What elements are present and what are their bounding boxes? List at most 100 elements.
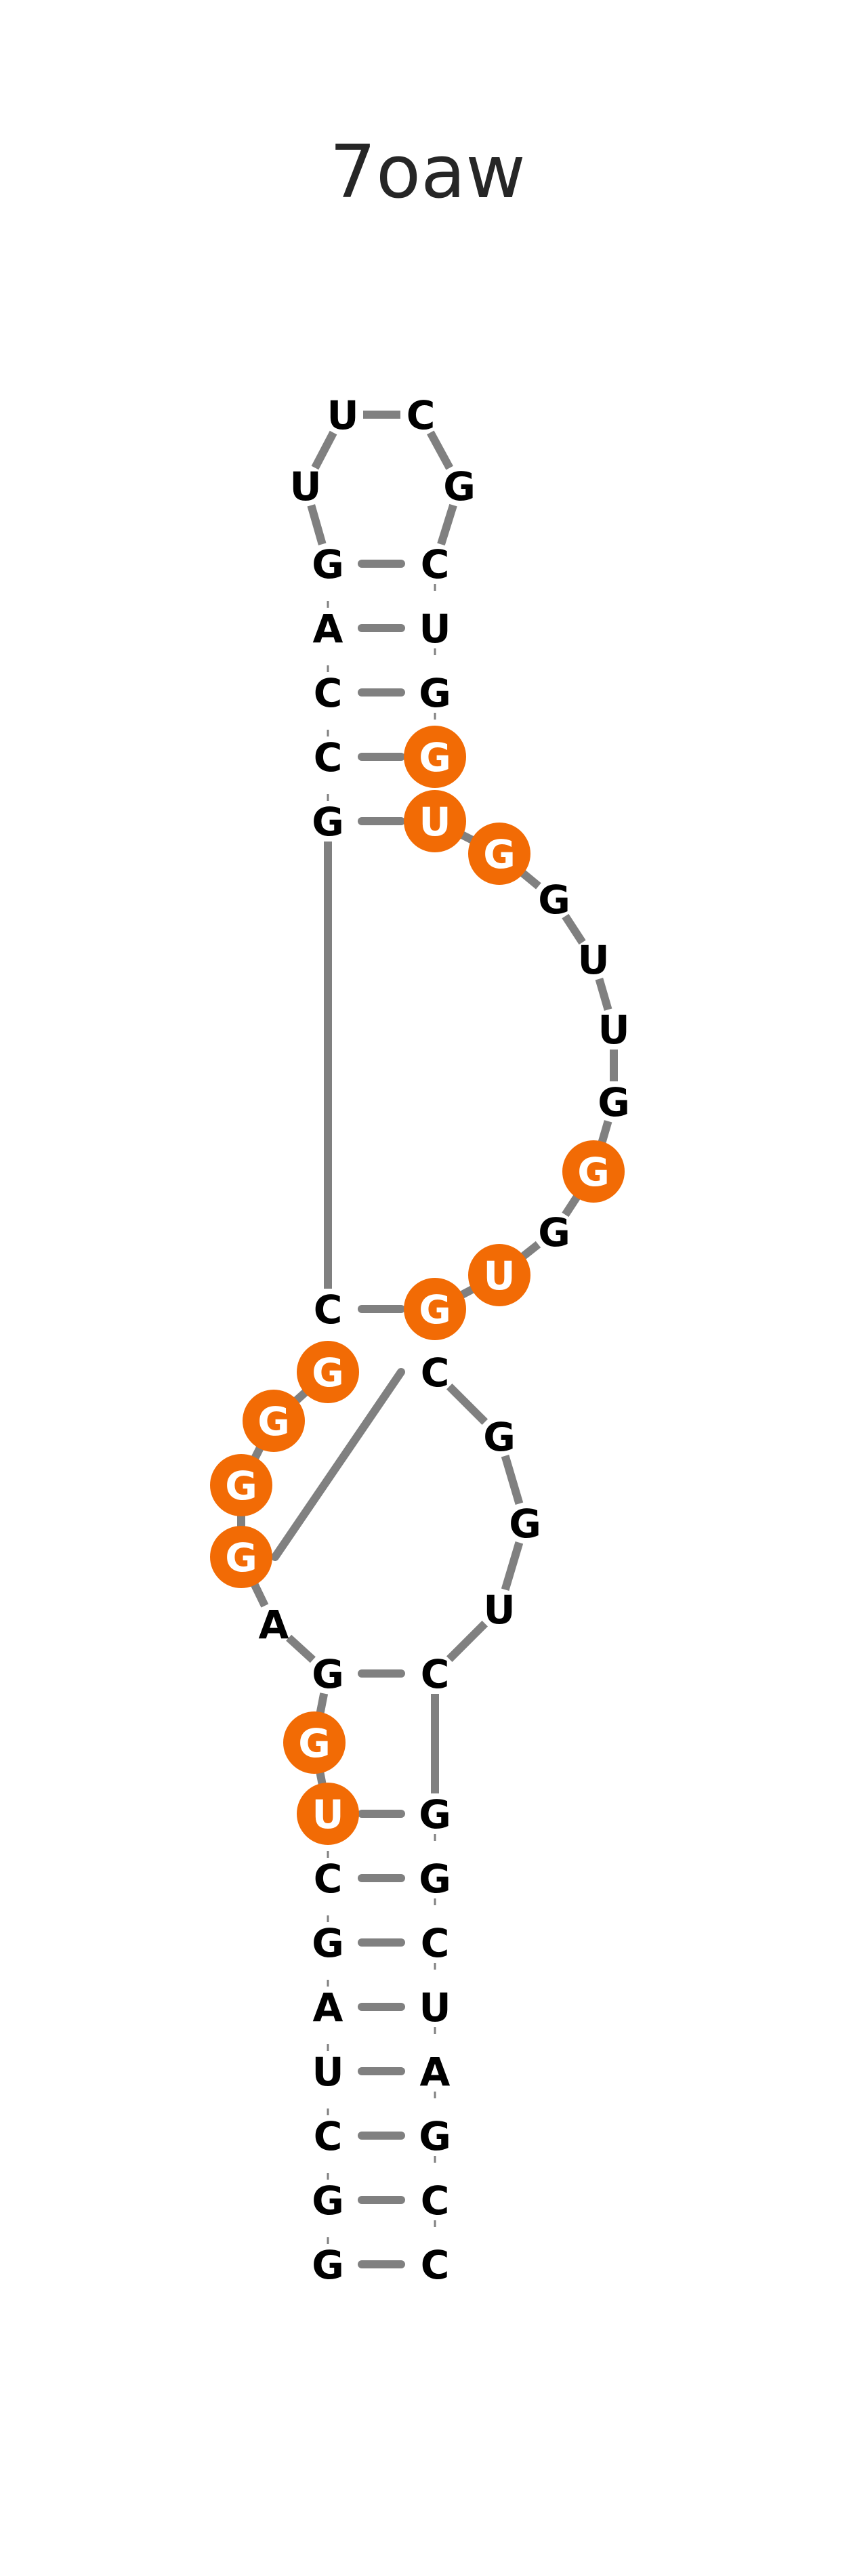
nucleotide-24: C bbox=[406, 392, 436, 438]
nucleotide-45: G bbox=[419, 1791, 451, 1837]
nucleotide-4: U bbox=[312, 2049, 343, 2095]
nucleotide-50: G bbox=[419, 2113, 451, 2159]
nucleotide-letter: U bbox=[577, 937, 609, 983]
backbone-link-40-41 bbox=[446, 1383, 488, 1426]
nucleotide-28: G bbox=[419, 670, 451, 716]
nucleotide-letter: U bbox=[419, 606, 451, 652]
nucleotide-27: U bbox=[419, 606, 451, 652]
base-pair-12-40 bbox=[271, 1368, 405, 1561]
nucleotide-29: G bbox=[404, 726, 466, 788]
nucleotide-letter: C bbox=[314, 670, 343, 716]
nucleotide-38: U bbox=[468, 1244, 530, 1306]
nucleotide-17: G bbox=[312, 799, 344, 845]
nucleotide-letter: A bbox=[259, 1602, 289, 1648]
nucleotide-47: C bbox=[421, 1920, 450, 1966]
nucleotide-letter: C bbox=[421, 541, 450, 587]
nucleotide-22: U bbox=[289, 463, 321, 510]
nucleotide-11: A bbox=[259, 1602, 289, 1648]
highlight-marker bbox=[297, 1341, 359, 1403]
nucleotide-21: G bbox=[312, 541, 344, 587]
nucleotide-letter: G bbox=[312, 1350, 344, 1396]
nucleotide-letter: G bbox=[225, 1535, 257, 1581]
nucleotide-33: U bbox=[577, 937, 609, 983]
nucleotide-letter: C bbox=[421, 1651, 450, 1697]
nucleotide-30: U bbox=[404, 790, 466, 852]
nucleotide-12: G bbox=[210, 1526, 272, 1588]
nucleotide-letter: C bbox=[421, 2242, 450, 2288]
nucleotide-34: U bbox=[598, 1007, 629, 1053]
nucleotide-5: A bbox=[313, 1985, 343, 2031]
nucleotide-31: G bbox=[468, 823, 530, 885]
nucleotide-letter: G bbox=[312, 2178, 344, 2224]
highlight-marker bbox=[468, 1244, 530, 1306]
nucleotide-48: U bbox=[419, 1985, 451, 2031]
nucleotide-letter: C bbox=[314, 2113, 343, 2159]
backbone-link-25-26 bbox=[437, 503, 457, 546]
nucleotide-letter: G bbox=[419, 670, 451, 716]
nucleotide-letter: G bbox=[312, 1651, 344, 1697]
highlight-marker bbox=[404, 726, 466, 788]
nucleotide-3: C bbox=[314, 2113, 343, 2159]
highlight-marker bbox=[283, 1711, 346, 1774]
nucleotide-23: U bbox=[327, 392, 358, 438]
nucleotide-letter: U bbox=[312, 2049, 343, 2095]
nucleotide-41: G bbox=[483, 1414, 516, 1460]
nucleotide-letter: G bbox=[419, 1791, 451, 1837]
highlight-marker bbox=[243, 1390, 305, 1452]
nucleotide-letter: G bbox=[298, 1720, 331, 1766]
nucleotide-42: G bbox=[509, 1501, 541, 1547]
structure-title: 7oaw bbox=[329, 130, 526, 215]
nucleotide-letter: G bbox=[225, 1463, 257, 1509]
nucleotide-7: C bbox=[314, 1856, 343, 1902]
nucleotide-35: G bbox=[598, 1079, 630, 1125]
nucleotide-letter: U bbox=[327, 392, 358, 438]
nucleotide-46: G bbox=[419, 1856, 451, 1902]
backbone-link-42-43 bbox=[501, 1541, 524, 1591]
nucleotide-letter: G bbox=[483, 1414, 516, 1460]
backbone-link-41-42 bbox=[501, 1455, 524, 1505]
nucleotide-letter: G bbox=[483, 831, 516, 877]
nucleotide-letter: G bbox=[312, 1920, 344, 1966]
nucleotide-letter: G bbox=[538, 1209, 570, 1255]
nucleotide-2: G bbox=[312, 2178, 344, 2224]
nucleotide-letter: U bbox=[419, 799, 451, 845]
backbone-link-10-11 bbox=[286, 1634, 316, 1663]
highlight-marker bbox=[562, 1140, 625, 1203]
nucleotide-letter: G bbox=[312, 2242, 344, 2288]
nucleotide-letter: G bbox=[538, 877, 570, 923]
nucleotide-52: C bbox=[421, 2242, 450, 2288]
nucleotide-letter: U bbox=[289, 463, 321, 510]
nucleotide-39: G bbox=[404, 1278, 466, 1340]
nucleotide-13: G bbox=[210, 1454, 272, 1516]
nucleotide-letter: G bbox=[419, 2113, 451, 2159]
nucleotide-letter: U bbox=[312, 1791, 343, 1837]
nucleotide-14: G bbox=[243, 1390, 305, 1452]
nucleotide-9: G bbox=[283, 1711, 346, 1774]
nucleotide-letter: C bbox=[406, 392, 436, 438]
nucleotide-letter: C bbox=[314, 734, 343, 781]
highlight-marker bbox=[210, 1526, 272, 1588]
backbone-link-32-33 bbox=[562, 913, 586, 945]
nucleotide-letter: G bbox=[419, 1856, 451, 1902]
backbone-link-24-25 bbox=[427, 430, 453, 470]
backbone-link-33-34 bbox=[595, 978, 612, 1011]
nucleotide-19: C bbox=[314, 670, 343, 716]
nucleotide-letter: C bbox=[421, 2178, 450, 2224]
backbone-link-22-23 bbox=[311, 430, 337, 470]
nucleotide-51: C bbox=[421, 2178, 450, 2224]
nucleotide-letter: G bbox=[419, 1287, 451, 1333]
nucleotide-letter: A bbox=[313, 1985, 343, 2031]
nucleotide-25: G bbox=[443, 463, 476, 510]
nucleotide-40: C bbox=[421, 1350, 450, 1396]
nucleotide-letter: C bbox=[314, 1287, 343, 1333]
nucleotide-15: G bbox=[297, 1341, 359, 1403]
nucleotide-letter: G bbox=[312, 541, 344, 587]
nucleotide-36: G bbox=[562, 1140, 625, 1203]
nucleotide-16: C bbox=[314, 1287, 343, 1333]
highlight-marker bbox=[404, 1278, 466, 1340]
nucleotide-18: C bbox=[314, 734, 343, 781]
nucleotide-letter: G bbox=[598, 1079, 630, 1125]
nucleotide-letter: U bbox=[483, 1587, 515, 1633]
